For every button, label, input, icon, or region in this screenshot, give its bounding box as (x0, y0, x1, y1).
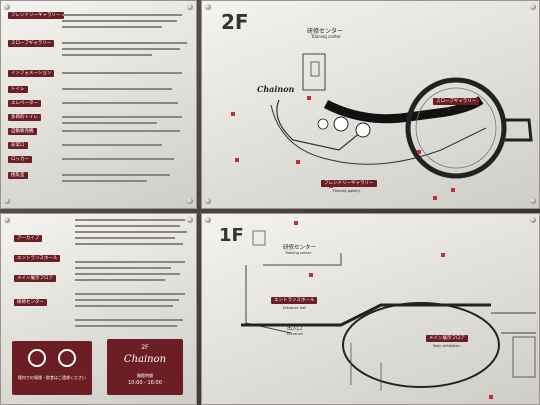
text-line (62, 180, 147, 182)
label-friendly-gallery-en: Friendly gallery (333, 189, 360, 193)
text-line (75, 231, 187, 233)
text-line (62, 158, 174, 160)
screw (187, 217, 193, 223)
text-line (75, 279, 165, 281)
label-entrance-hall-en: Entrance hall (283, 306, 307, 310)
label-main-exhibition-en: Main exhibition (433, 344, 460, 348)
text-line (75, 299, 179, 301)
screw (4, 4, 10, 10)
legend-tag-elevator: エレベーター (8, 100, 41, 107)
tag-archive: アーカイブ (14, 235, 43, 242)
screw (4, 217, 10, 223)
label-slope-gallery-en: Slope gallery (447, 107, 470, 111)
tag-entrance-hall: エントランスホール (14, 255, 61, 262)
screw (205, 4, 211, 10)
tag-main-exhibition: メイン展示フロア (14, 275, 56, 282)
floor-1f-number: 1F (219, 225, 244, 246)
screw (187, 4, 193, 10)
tag-friendly-gallery: フレンドリーギャラリー (8, 12, 64, 19)
hours-value: 10:00 - 16:00 (128, 380, 162, 386)
floor-2f-number: 2F (221, 10, 249, 34)
legend-tag-exit: 非常口 (8, 142, 28, 149)
floor-2f-panel: 2F 研修センター Training center Chainon スロープギャ… (201, 0, 540, 209)
screw (187, 198, 193, 204)
text-line (62, 54, 152, 56)
screw (4, 198, 10, 204)
brand-logo: Chainon (123, 354, 167, 365)
text-line (62, 144, 162, 146)
label-1f-training-center-en: Training center (285, 251, 312, 255)
left-bottom-panel: アーカイブ エントランスホール メイン展示フロア 研修センター 館内での喫煙・飲… (0, 213, 197, 405)
legend-tag-vending: 自動販売機 (8, 128, 37, 135)
text-line (62, 72, 182, 74)
text-line (75, 325, 177, 327)
tag-slope-gallery: スロープギャラリー (8, 40, 55, 47)
screw (205, 217, 211, 223)
label-2f-training-center: 研修センター (307, 28, 344, 35)
label-entrance-en: Entrance (287, 332, 303, 336)
text-line (75, 219, 185, 221)
legend-tag-information: インフォメーション (8, 70, 55, 77)
floor-2f-map (231, 53, 533, 200)
brand-sign: 2F Chainon 開館時間 10:00 - 16:00 (107, 339, 183, 395)
legend-tag-toilet: トイレ (8, 86, 28, 93)
no-eating-icon (58, 349, 76, 367)
label-2f-logo: Chainon (257, 84, 295, 94)
text-line (62, 102, 178, 104)
text-line (62, 14, 182, 16)
screw (530, 198, 536, 204)
no-smoking-sign: 館内での喫煙・飲食はご遠慮ください (12, 341, 92, 395)
hours-label: 開館時間 (137, 373, 153, 378)
text-line (75, 267, 171, 269)
text-line (75, 243, 183, 245)
legend-tag-multipurpose-toilet: 多目的トイレ (8, 114, 41, 121)
text-line (75, 305, 173, 307)
label-1f-training-center: 研修センター (283, 245, 317, 251)
screw (530, 4, 536, 10)
no-smoking-icon (28, 349, 46, 367)
text-line (75, 261, 185, 263)
text-line (62, 42, 187, 44)
brand-floor: 2F (141, 344, 149, 351)
no-smoking-text: 館内での喫煙・飲食はご遠慮ください (18, 375, 86, 380)
text-line (62, 20, 177, 22)
label-main-exhibition: メイン展示フロア (426, 335, 468, 342)
left-top-panel: フレンドリーギャラリー スロープギャラリー インフォメーション トイレ エレベー… (0, 0, 197, 209)
label-friendly-gallery: フレンドリーギャラリー (321, 180, 377, 187)
label-2f-training-center-en: Training center (311, 34, 341, 39)
text-line (75, 273, 180, 275)
text-line (75, 319, 183, 321)
text-line (75, 225, 180, 227)
text-line (75, 293, 185, 295)
text-line (75, 237, 175, 239)
legend-tag-locker: ロッカー (8, 156, 32, 163)
text-line (62, 116, 182, 118)
label-slope-gallery: スロープギャラリー (433, 98, 480, 105)
text-line (62, 48, 180, 50)
screw (530, 217, 536, 223)
floor-1f-map (241, 221, 536, 399)
floor-1f-panel: 1F 研修センター Training center エントランスホール Entr… (201, 213, 540, 405)
text-line (62, 26, 162, 28)
text-line (62, 88, 172, 90)
legend-tag-nursing: 授乳室 (8, 172, 28, 179)
label-entrance: 出入口 (287, 326, 303, 332)
text-line (62, 130, 180, 132)
label-entrance-hall: エントランスホール (271, 297, 318, 304)
tag-training-center: 研修センター (14, 299, 47, 306)
screw (205, 198, 211, 204)
text-line (62, 174, 170, 176)
text-line (62, 122, 157, 124)
